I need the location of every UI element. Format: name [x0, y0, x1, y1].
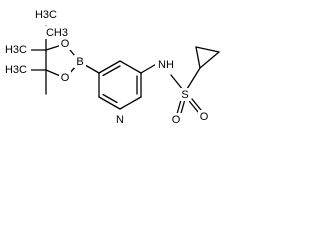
atom-label-o-sulfonyl-left: O: [172, 114, 181, 126]
bonds: [21, 25, 220, 116]
atom-label-o-top: O: [61, 38, 70, 50]
bond-nh-s: [170, 74, 184, 91]
atom-label-b: B: [76, 56, 83, 68]
chemical-structure: H3C CH3 H3C H3C O O B N NH S O O: [1, 8, 220, 127]
bond-s-o-left-b: [179, 100, 186, 116]
bond-ring-c2-n: [119, 96, 142, 110]
bond-s-o-left-a: [176, 99, 182, 115]
atom-label-s: S: [181, 89, 188, 101]
bond-cp-2: [195, 46, 220, 53]
bond-ring-c5-c4: [98, 60, 121, 74]
bond-ring-n-c6: [98, 96, 121, 110]
bond-s-cyclopropyl: [186, 67, 201, 90]
bond-s-o-right-a: [191, 98, 202, 111]
bond-ring-double-1: [102, 65, 121, 77]
bond-ring-double-3: [102, 93, 118, 104]
atom-label-ch3: CH3: [46, 27, 68, 39]
atom-labels: H3C CH3 H3C H3C O O B N NH S O O: [1, 8, 210, 127]
atom-label-h3c-left-upper: H3C: [5, 44, 27, 56]
atom-label-h3c-left-lower: H3C: [5, 64, 27, 76]
atom-label-n-ring: N: [116, 114, 124, 126]
bond-cp-1: [195, 46, 201, 69]
bond-s-o-right-b: [188, 100, 200, 114]
atom-label-nh: NH: [158, 59, 174, 71]
atom-label-o-bottom: O: [61, 72, 70, 84]
bond-cp-3: [199, 51, 220, 69]
bond-ring-c4-c3: [119, 60, 142, 74]
atom-label-o-sulfonyl-right: O: [200, 111, 209, 123]
atom-label-h3c-top: H3C: [35, 9, 57, 21]
